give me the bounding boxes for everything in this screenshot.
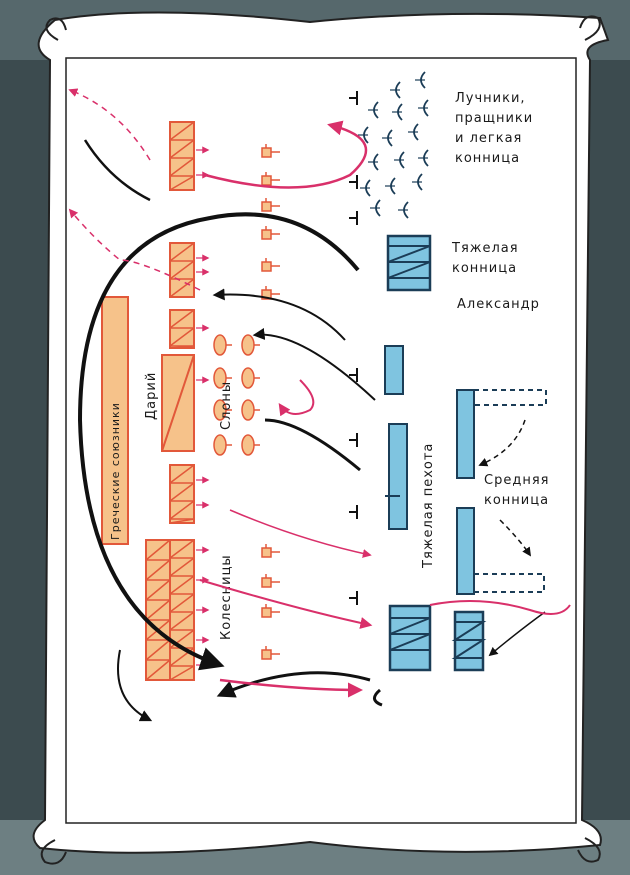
movement-arrows: [68, 88, 571, 722]
alexander-label: Александр: [457, 297, 540, 312]
archer-unit: [370, 199, 381, 217]
elephant-unit: [241, 367, 260, 389]
elephant-unit: [213, 334, 232, 356]
infantry-symbols: [349, 91, 358, 605]
chariot-unit: [261, 544, 280, 558]
darius-label: Дарий: [144, 372, 159, 420]
archer-unit: [418, 149, 429, 167]
infantry-symbol: [349, 91, 358, 105]
svg-text:и легкая: и легкая: [455, 131, 522, 146]
heavy-cavalry-label: Тяжелая конница: [451, 241, 519, 276]
svg-text:Лучники,: Лучники,: [455, 91, 526, 106]
infantry-symbol: [349, 211, 358, 225]
infantry-symbol: [349, 591, 358, 605]
persian-line: [145, 121, 210, 681]
chariot-unit: [261, 604, 280, 618]
left-flank-units: [388, 604, 487, 672]
persian-unit: [169, 242, 195, 298]
archer-unit: [368, 101, 379, 119]
archer-unit: [382, 129, 393, 147]
svg-text:конница: конница: [452, 261, 517, 276]
greek-allies-label: Греческие союзники: [109, 402, 122, 540]
archer-unit: [360, 179, 371, 197]
middle-cavalry-label: Средняя конница: [484, 473, 549, 508]
svg-text:конница: конница: [455, 151, 520, 166]
persian-chariot-block: [145, 539, 171, 681]
elephant-unit: [241, 434, 260, 456]
chariot-unit: [261, 226, 280, 240]
chariot-unit: [261, 646, 280, 660]
infantry-symbol: [349, 175, 358, 189]
archer-unit: [408, 123, 419, 141]
archer-unit: [398, 201, 409, 219]
infantry-symbol: [349, 433, 358, 447]
elephant-unit: [213, 434, 232, 456]
persian-unit: [169, 539, 195, 681]
chariot-unit: [261, 172, 280, 186]
elephants-label: Слоны: [219, 381, 234, 430]
map-frame: [65, 57, 577, 824]
elephant-unit: [213, 399, 232, 421]
middle-cavalry-units: [456, 389, 547, 595]
archer-unit: [390, 81, 401, 99]
greek-allies-unit: Греческие союзники: [101, 296, 129, 545]
elephant-unit: [213, 367, 232, 389]
archer-unit: [392, 103, 403, 121]
elephant-unit: [241, 399, 260, 421]
chariot-unit: [261, 144, 280, 158]
svg-text:Тяжелая: Тяжелая: [451, 241, 519, 256]
elephant-unit: [241, 334, 260, 356]
chariot-unit: [261, 198, 280, 212]
persian-unit: [169, 121, 195, 191]
archers-group: [358, 71, 429, 219]
heavy-infantry-label: Тяжелая пехота: [421, 443, 436, 569]
svg-text:конница: конница: [484, 493, 549, 508]
archer-unit: [412, 173, 423, 191]
chariot-unit: [261, 258, 280, 272]
svg-text:пращники: пращники: [455, 111, 533, 126]
archers-label: Лучники, пращники и легкая конница: [455, 91, 533, 166]
elephants-group: [213, 334, 260, 456]
svg-text:Средняя: Средняя: [484, 473, 549, 488]
archer-unit: [358, 126, 369, 144]
persian-unit: [169, 464, 195, 524]
persian-unit: [169, 309, 195, 349]
chariot-unit: [261, 286, 280, 300]
archer-unit: [394, 151, 405, 169]
archer-unit: [368, 153, 379, 171]
infantry-symbol: [349, 505, 358, 519]
archer-unit: [415, 71, 426, 89]
archer-unit: [418, 99, 429, 117]
persian-column-units: [261, 144, 280, 660]
chariot-unit: [261, 574, 280, 588]
infantry-symbol: [349, 368, 358, 382]
chariots-label: Колесницы: [219, 554, 234, 640]
archer-unit: [385, 177, 396, 195]
heavy-cavalry-unit: [386, 234, 432, 292]
darius-unit: Дарий: [144, 354, 195, 452]
heavy-infantry-units: [384, 345, 408, 530]
